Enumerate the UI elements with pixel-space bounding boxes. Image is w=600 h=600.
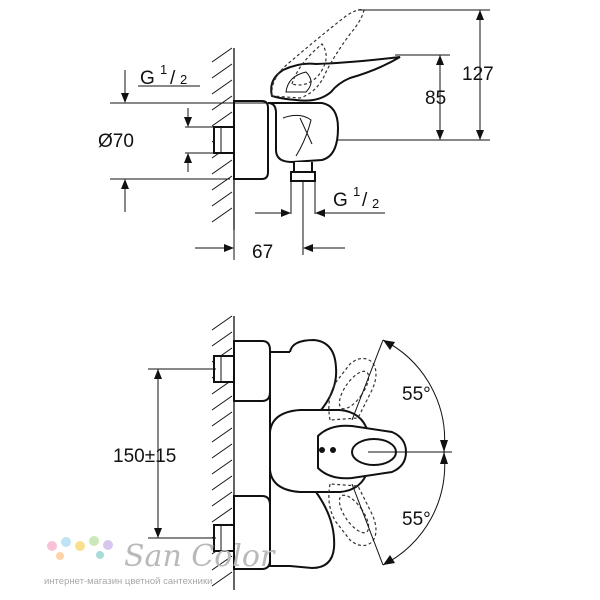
dim-67-label: 67 xyxy=(252,242,273,263)
svg-text:/: / xyxy=(362,190,368,211)
escutcheon-upper xyxy=(233,340,271,402)
watermark-dot xyxy=(96,551,104,559)
thread-top-den: 2 xyxy=(180,72,187,87)
dim-127-label: 127 xyxy=(462,64,494,85)
inlet-nipple-top xyxy=(213,126,235,154)
thread-top-main: G xyxy=(140,68,155,89)
thread-bottom-main: G xyxy=(333,190,348,211)
side-view: G 1 / 2 Ø70 xyxy=(98,9,494,263)
outlet-nut xyxy=(290,171,316,182)
watermark-dot xyxy=(47,541,57,551)
dim-diameter: Ø70 xyxy=(98,108,230,212)
front-view: 55° 55° 150±15 xyxy=(113,315,452,590)
lever-side xyxy=(270,56,401,102)
dim-thread-top: G 1 / 2 xyxy=(110,62,270,104)
dim-heights: 85 127 xyxy=(338,9,494,141)
watermark-brand: San Color xyxy=(124,539,276,574)
dim-85-label: 85 xyxy=(425,88,446,109)
dim-67: 67 xyxy=(195,228,345,263)
mixer-body-side xyxy=(267,102,340,164)
rotation-arcs: 55° 55° xyxy=(351,339,452,566)
watermark: San Color интернет-магазин цветной санте… xyxy=(44,536,276,587)
watermark-dot xyxy=(103,540,113,550)
svg-text:/: / xyxy=(170,68,176,89)
diameter-label: Ø70 xyxy=(98,131,134,152)
watermark-tagline: интернет-магазин цветной сантехники xyxy=(44,576,212,587)
thread-bottom-den: 2 xyxy=(372,196,379,211)
inlet-nipple-upper xyxy=(213,355,235,383)
outlet-stub xyxy=(293,162,313,173)
dim-150-label: 150±15 xyxy=(113,446,176,467)
angle-bottom-label: 55° xyxy=(402,509,431,530)
watermark-dot xyxy=(75,541,85,551)
thread-top-num: 1 xyxy=(160,62,167,77)
thread-bottom-num: 1 xyxy=(353,184,360,199)
watermark-dot xyxy=(89,536,99,546)
escutcheon-top xyxy=(233,100,269,180)
dim-150: 150±15 xyxy=(113,368,216,539)
lever-ghost-up xyxy=(328,357,377,421)
watermark-dot xyxy=(56,552,64,560)
angle-top-label: 55° xyxy=(402,384,431,405)
lever-ghost-down xyxy=(328,483,377,547)
dim-thread-bottom: G 1 / 2 xyxy=(255,184,385,217)
watermark-dot xyxy=(61,537,71,547)
